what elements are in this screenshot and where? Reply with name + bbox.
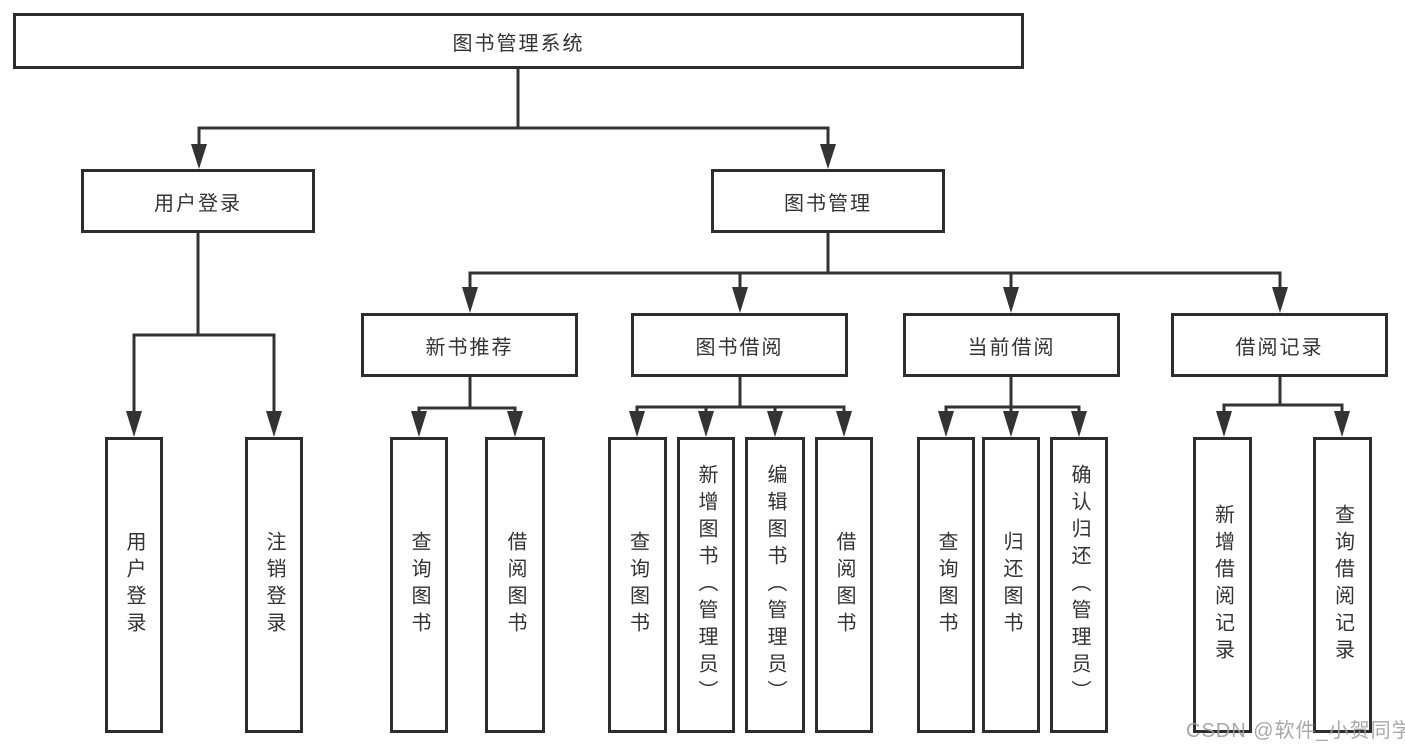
- arrow-down-icon: [767, 411, 783, 437]
- arrow-down-icon: [1272, 287, 1288, 313]
- arrow-down-icon: [698, 411, 714, 437]
- node-label: 新书推荐: [425, 336, 514, 359]
- node-label: 图书借阅: [695, 336, 784, 359]
- arrow-down-icon: [938, 411, 954, 437]
- arrow-down-icon: [462, 287, 478, 313]
- node-label: 用户登录: [123, 531, 145, 639]
- leaf-query-book-borrowing: 查询图书: [608, 437, 667, 733]
- leaf-edit-book-admin: 编辑图书（管理员）: [745, 437, 805, 733]
- node-label: 新增图书（管理员）: [695, 463, 717, 707]
- node-label: 借阅图书: [833, 531, 855, 639]
- leaf-borrow-book-newbook: 借阅图书: [485, 437, 545, 733]
- connector-root-to-level2: [191, 67, 836, 169]
- arrow-down-icon: [1216, 411, 1232, 437]
- node-book-management: 图书管理: [711, 169, 945, 233]
- leaf-logout: 注销登录: [245, 437, 303, 733]
- leaf-add-borrow-record: 新增借阅记录: [1193, 437, 1252, 733]
- arrow-down-icon: [507, 411, 523, 437]
- arrow-down-icon: [629, 411, 645, 437]
- arrow-down-icon: [1334, 411, 1350, 437]
- node-label: 新增借阅记录: [1211, 504, 1234, 666]
- arrow-down-icon: [836, 411, 852, 437]
- node-label: 查询图书: [935, 531, 957, 639]
- arrow-down-icon: [1071, 411, 1087, 437]
- node-label: 查询图书: [626, 531, 649, 639]
- node-label: 编辑图书（管理员）: [764, 463, 786, 707]
- node-label: 查询借阅记录: [1331, 504, 1354, 666]
- arrow-down-icon: [820, 144, 836, 169]
- arrow-down-icon: [1003, 411, 1019, 437]
- node-label: 归还图书: [1000, 531, 1022, 639]
- node-borrowing-records: 借阅记录: [1171, 313, 1388, 377]
- node-current-borrowing: 当前借阅: [903, 313, 1120, 377]
- arrow-down-icon: [732, 287, 748, 313]
- leaf-return-book: 归还图书: [982, 437, 1040, 733]
- leaf-borrow-book-borrowing: 借阅图书: [815, 437, 873, 733]
- leaf-query-book-newbook: 查询图书: [390, 437, 448, 733]
- leaf-confirm-return-admin: 确认归还（管理员）: [1050, 437, 1108, 733]
- connector-current-to-leaves: [938, 375, 1087, 437]
- arrow-down-icon: [411, 411, 427, 437]
- csdn-watermark: CSDN @软件_小贺同学: [1186, 720, 1405, 742]
- connector-bookmgmt-to-level3: [462, 231, 1288, 313]
- arrow-down-icon: [191, 144, 207, 169]
- node-user-login-group: 用户登录: [81, 169, 315, 233]
- leaf-query-borrow-record: 查询借阅记录: [1313, 437, 1372, 733]
- node-new-book-recommend: 新书推荐: [361, 313, 578, 377]
- leaf-user-login: 用户登录: [105, 437, 163, 733]
- node-label: 借阅记录: [1235, 336, 1324, 359]
- connector-newbook-to-leaves: [411, 375, 523, 437]
- node-label: 图书管理系统: [452, 32, 585, 55]
- node-label: 注销登录: [263, 531, 285, 639]
- node-label: 借阅图书: [504, 531, 526, 639]
- arrow-down-icon: [1003, 287, 1019, 313]
- node-root-library-system: 图书管理系统: [13, 13, 1024, 69]
- node-book-borrowing: 图书借阅: [631, 313, 848, 377]
- arrow-down-icon: [126, 411, 142, 437]
- connector-records-to-leaves: [1216, 375, 1350, 437]
- node-label: 确认归还（管理员）: [1068, 463, 1090, 707]
- node-label: 图书管理: [784, 192, 872, 215]
- leaf-add-book-admin: 新增图书（管理员）: [677, 437, 735, 733]
- connector-login-to-leaves: [126, 231, 282, 437]
- node-label: 用户登录: [154, 192, 242, 215]
- arrow-down-icon: [266, 411, 282, 437]
- node-label: 查询图书: [408, 531, 430, 639]
- node-label: 当前借阅: [967, 336, 1056, 359]
- leaf-query-book-current: 查询图书: [917, 437, 975, 733]
- connector-borrow-to-leaves: [629, 375, 852, 437]
